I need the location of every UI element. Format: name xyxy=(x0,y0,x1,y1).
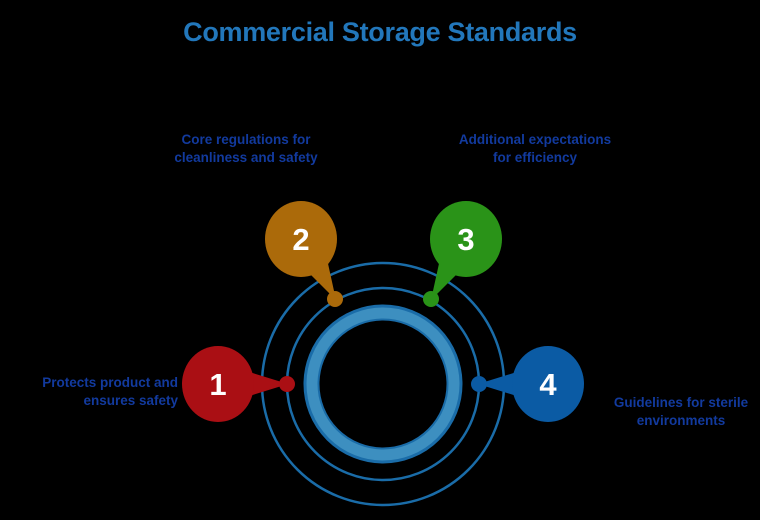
marker-2-number: 2 xyxy=(292,222,309,257)
marker-3-bubble[interactable] xyxy=(430,201,502,277)
marker-3-label: Additional expectations for efficiency xyxy=(458,132,612,165)
marker-4-number: 4 xyxy=(539,367,557,402)
marker-3-dot[interactable] xyxy=(423,291,439,307)
marker-4[interactable]: 4 xyxy=(471,346,584,422)
marker-1-label: Protects product and ensures safety xyxy=(42,375,178,408)
marker-3-number: 3 xyxy=(457,222,474,257)
marker-1-tail xyxy=(246,371,288,397)
marker-3[interactable]: 3 xyxy=(423,201,502,307)
marker-2-label: Core regulations for cleanliness and saf… xyxy=(174,132,318,165)
marker-4-label: Guidelines for sterile environments xyxy=(613,395,749,428)
marker-1[interactable]: 1 xyxy=(182,346,295,422)
marker-1-dot[interactable] xyxy=(279,376,295,392)
marker-4-tail xyxy=(478,371,520,397)
inner-donut-core xyxy=(306,307,460,461)
marker-4-bubble[interactable] xyxy=(512,346,584,422)
marker-1-bubble[interactable] xyxy=(182,346,254,422)
marker-4-dot[interactable] xyxy=(471,376,487,392)
marker-2-bubble[interactable] xyxy=(265,201,337,277)
page-title: Commercial Storage Standards xyxy=(183,17,577,47)
outer-ring xyxy=(260,261,506,507)
marker-1-number: 1 xyxy=(209,367,226,402)
marker-2-dot[interactable] xyxy=(327,291,343,307)
marker-2[interactable]: 2 xyxy=(265,201,343,307)
